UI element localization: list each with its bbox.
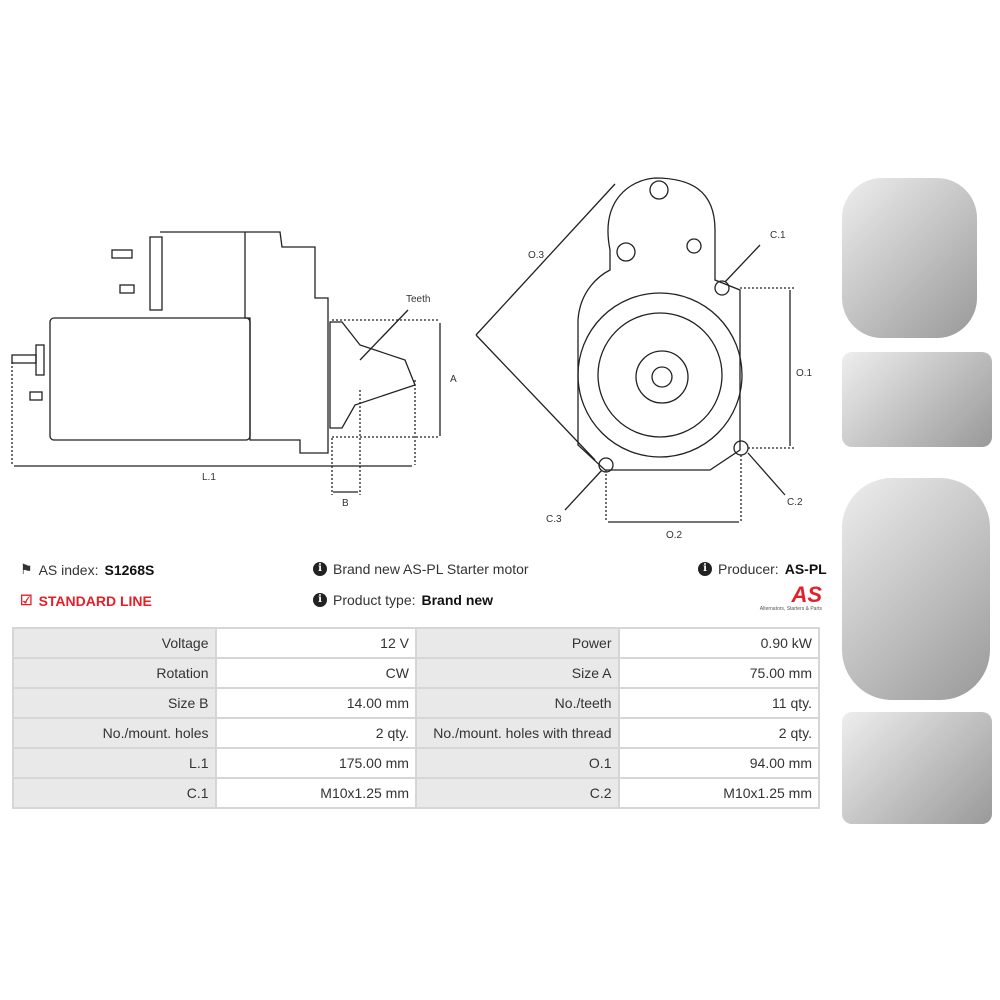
- label-teeth: Teeth: [406, 294, 430, 305]
- label-c3: C.3: [546, 514, 562, 525]
- spec-label: Voltage: [12, 627, 217, 659]
- spec-value: 75.00 mm: [617, 657, 820, 689]
- label-o2: O.2: [666, 530, 683, 541]
- spec-value: 14.00 mm: [214, 687, 417, 719]
- spec-label: Size B: [12, 687, 217, 719]
- side-view-drawing: [11, 231, 441, 495]
- spec-value: M10x1.25 mm: [214, 777, 417, 809]
- spec-label: C.2: [414, 777, 620, 809]
- product-line: ☑ STANDARD LINE: [20, 592, 152, 609]
- description-text: Brand new AS-PL Starter motor: [333, 561, 529, 577]
- label-c1: C.1: [770, 230, 786, 241]
- front-view-drawing: [475, 177, 795, 523]
- label-c2: C.2: [787, 497, 803, 508]
- as-index-label: AS index:: [38, 561, 99, 578]
- product-type-label: Product type:: [333, 592, 416, 608]
- info-icon: i: [313, 562, 327, 576]
- label-l1: L.1: [202, 472, 216, 483]
- product-photo-front[interactable]: [842, 178, 977, 338]
- tag-icon: ⚑: [20, 561, 33, 577]
- spec-value: 2 qty.: [214, 717, 417, 749]
- producer-label: Producer:: [718, 561, 779, 577]
- description: i Brand new AS-PL Starter motor: [313, 561, 529, 577]
- info-icon: i: [698, 562, 712, 576]
- spec-value: 11 qty.: [617, 687, 820, 719]
- checkbox-icon: ☑: [20, 592, 33, 608]
- spec-value: CW: [214, 657, 417, 689]
- product-photo-label[interactable]: [842, 712, 992, 824]
- as-index: ⚑ AS index: S1268S: [20, 561, 154, 578]
- spec-label: Size A: [414, 657, 620, 689]
- spec-value: 0.90 kW: [617, 627, 820, 659]
- spec-label: No./mount. holes: [12, 717, 217, 749]
- spec-value: 94.00 mm: [617, 747, 820, 779]
- spec-label: Power: [414, 627, 620, 659]
- info-icon: i: [313, 593, 327, 607]
- spec-value: 12 V: [214, 627, 417, 659]
- spec-label: O.1: [414, 747, 620, 779]
- product-type-value: Brand new: [421, 592, 494, 608]
- logo-text: AS: [791, 582, 822, 607]
- as-pl-logo: AS Alternators, Starters & Parts: [740, 582, 822, 613]
- product-photo-rear[interactable]: [842, 478, 990, 700]
- product-photo-side[interactable]: [842, 352, 992, 447]
- spec-value: 175.00 mm: [214, 747, 417, 779]
- producer: i Producer: AS-PL: [698, 561, 827, 577]
- spec-label: No./mount. holes with thread: [414, 717, 620, 749]
- label-b: B: [342, 498, 349, 509]
- spec-value: M10x1.25 mm: [617, 777, 820, 809]
- label-a: A: [450, 374, 457, 385]
- producer-value: AS-PL: [784, 561, 827, 577]
- spec-label: No./teeth: [414, 687, 620, 719]
- spec-value: 2 qty.: [617, 717, 820, 749]
- product-type: i Product type: Brand new: [313, 592, 493, 608]
- product-line-label: STANDARD LINE: [38, 592, 152, 609]
- label-o1: O.1: [796, 368, 813, 379]
- technical-drawing: Teeth A L.1 B O.3 C.1 O.1 C.2 C.3 O.2: [11, 177, 813, 541]
- spec-label: C.1: [12, 777, 217, 809]
- logo-tagline: Alternators, Starters & Parts: [759, 606, 822, 612]
- label-o3: O.3: [528, 250, 545, 261]
- spec-label: Rotation: [12, 657, 217, 689]
- spec-label: L.1: [12, 747, 217, 779]
- as-index-value: S1268S: [104, 561, 155, 578]
